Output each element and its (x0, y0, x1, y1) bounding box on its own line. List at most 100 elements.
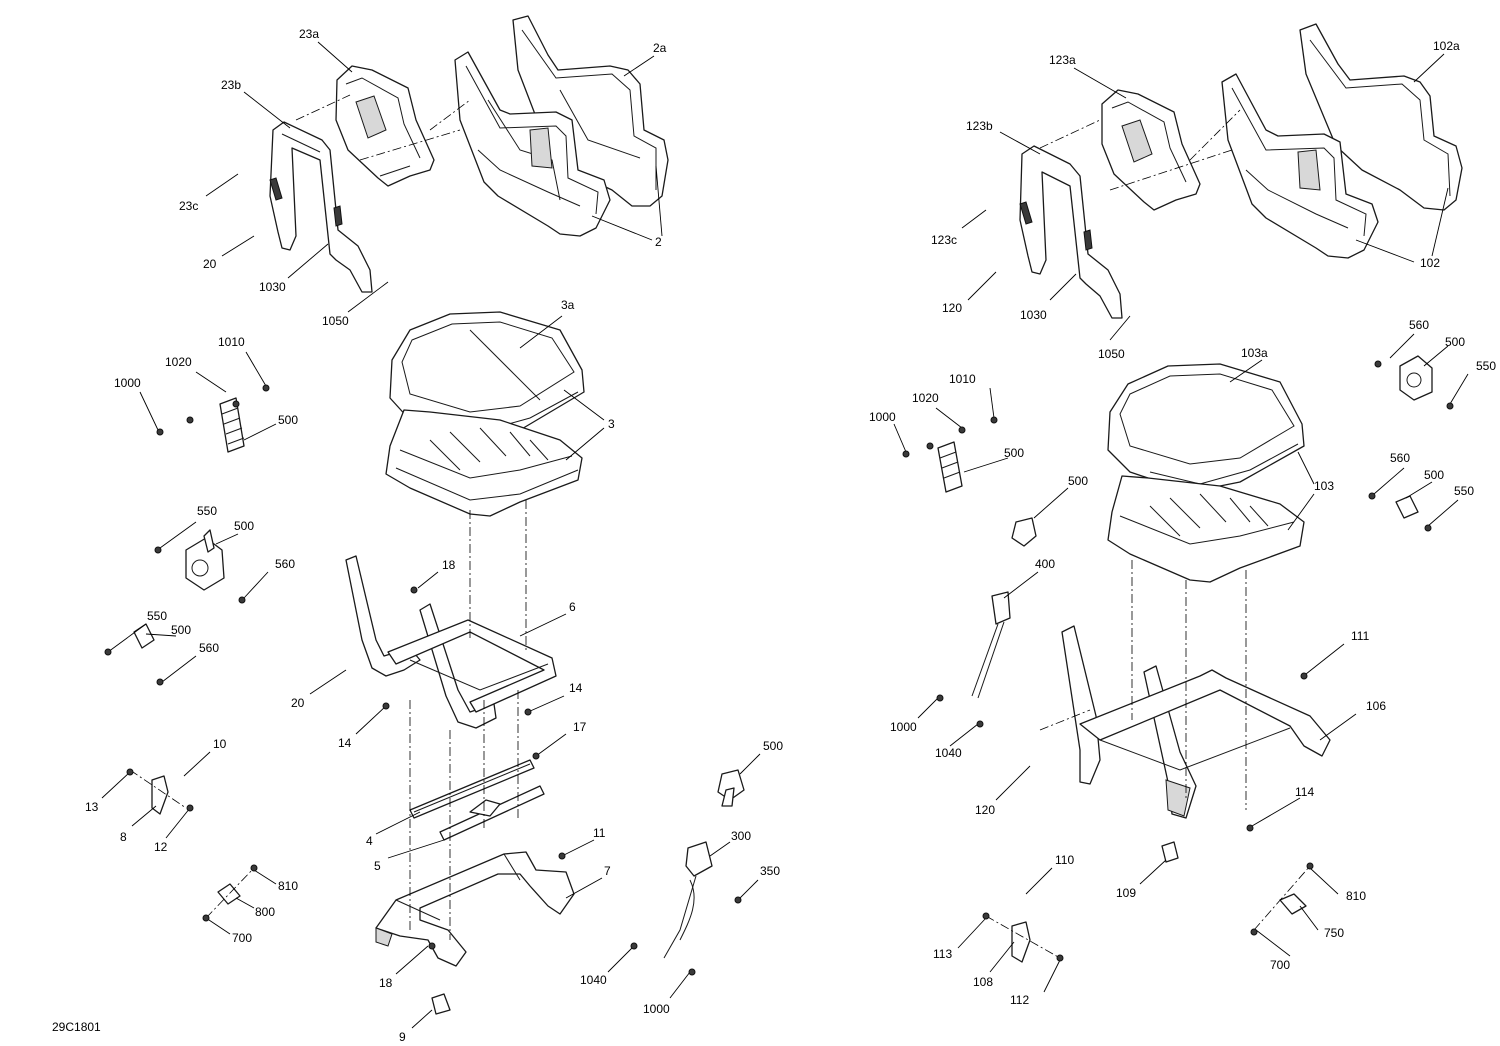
callout-20: 20 (291, 696, 305, 710)
seatbelt-buckle-300 (663, 841, 713, 959)
fastener-dots (104, 360, 1454, 976)
callout-18: 18 (442, 558, 456, 572)
callout-3: 3 (608, 417, 615, 431)
callout-3a: 3a (561, 298, 575, 312)
seat-frame-106 (1061, 625, 1331, 819)
callout-500: 500 (171, 623, 191, 637)
callout-1030: 1030 (259, 280, 286, 294)
callout-102: 102 (1420, 256, 1440, 270)
callout-1040: 1040 (580, 973, 607, 987)
callout-500: 500 (234, 519, 254, 533)
callout-1020: 1020 (165, 355, 192, 369)
callout-700: 700 (232, 931, 252, 945)
buckle-500-left (717, 769, 745, 807)
callout-108: 108 (973, 975, 993, 989)
callout-500: 500 (1004, 446, 1024, 460)
callout-1000: 1000 (114, 376, 141, 390)
seat-back-cover-102a (1299, 23, 1463, 211)
callout-labels: 2a 23a 23b 23c 20 1030 1050 2 3a 3 1010 … (85, 27, 1496, 1044)
callout-1000: 1000 (869, 410, 896, 424)
callout-8: 8 (120, 830, 127, 844)
foot-109 (1161, 841, 1179, 863)
seat-back-frame-2 (454, 51, 611, 237)
belt-400 (971, 591, 1011, 699)
seat-base-103 (1107, 475, 1305, 583)
seat-base-3 (385, 409, 583, 517)
callout-1050: 1050 (322, 314, 349, 328)
callout-560: 560 (199, 641, 219, 655)
callout-2: 2 (655, 235, 662, 249)
headrest-123a (1101, 89, 1201, 211)
callout-300: 300 (731, 829, 751, 843)
callout-400: 400 (1035, 557, 1055, 571)
callout-1040: 1040 (935, 746, 962, 760)
callout-5: 5 (374, 859, 381, 873)
foot-9 (431, 993, 451, 1015)
callout-550: 550 (1476, 359, 1496, 373)
callout-1000: 1000 (643, 1002, 670, 1016)
callout-112: 112 (1010, 993, 1029, 1007)
callout-1000: 1000 (890, 720, 917, 734)
callout-550: 550 (197, 504, 217, 518)
seat-frame-6 (345, 555, 557, 729)
callout-2a: 2a (653, 41, 667, 55)
seat-base-frame-7 (375, 851, 575, 967)
callout-123b: 123b (966, 119, 993, 133)
callout-7: 7 (604, 864, 611, 878)
callout-10: 10 (213, 737, 227, 751)
callout-123c: 123c (931, 233, 957, 247)
callout-111: 111 (1351, 629, 1370, 643)
callout-560: 560 (1390, 451, 1410, 465)
callout-500: 500 (763, 739, 783, 753)
plate-800 (217, 883, 241, 905)
slide-rail-4 (409, 759, 535, 819)
callout-102a: 102a (1433, 39, 1460, 53)
leader-lines (101, 41, 1469, 1029)
callout-550: 550 (1454, 484, 1474, 498)
seat-cushion-103a (1107, 363, 1305, 493)
anchor-500-left (133, 623, 155, 649)
headrest-23a (335, 65, 435, 187)
seat-back-frame-102 (1221, 73, 1379, 259)
callout-500: 500 (1424, 468, 1444, 482)
callout-103: 103 (1314, 479, 1334, 493)
bracket-500-left (219, 397, 245, 453)
callout-550: 550 (147, 609, 167, 623)
retractor-500-left (185, 529, 225, 591)
callout-9: 9 (399, 1030, 406, 1044)
callout-114: 114 (1295, 785, 1314, 799)
bracket-8 (151, 775, 169, 815)
headrest-frame-23b (269, 121, 373, 293)
retractor-500-right (1399, 355, 1433, 401)
callout-23b: 23b (221, 78, 241, 92)
plate-750 (1279, 893, 1307, 915)
callout-11: 11 (593, 826, 606, 840)
callout-23c: 23c (179, 199, 198, 213)
callout-13: 13 (85, 800, 99, 814)
anchor-500-right (1395, 495, 1419, 519)
bracket-108 (1011, 921, 1031, 963)
callout-500: 500 (278, 413, 298, 427)
callout-750: 750 (1324, 926, 1344, 940)
callout-1010: 1010 (949, 372, 976, 386)
bracket-500-right (937, 441, 963, 493)
callout-20: 20 (203, 257, 217, 271)
callout-800: 800 (255, 905, 275, 919)
callout-109: 109 (1116, 886, 1136, 900)
callout-113: 113 (933, 947, 952, 961)
callout-500: 500 (1445, 335, 1465, 349)
callout-14: 14 (338, 736, 352, 750)
callout-120: 120 (942, 301, 962, 315)
callout-810: 810 (1346, 889, 1366, 903)
buckle-500-right (1011, 517, 1037, 547)
callout-1030: 1030 (1020, 308, 1047, 322)
callout-18: 18 (379, 976, 393, 990)
drawing-number: 29C1801 (52, 1020, 101, 1034)
callout-560: 560 (1409, 318, 1429, 332)
callout-350: 350 (760, 864, 780, 878)
callout-6: 6 (569, 600, 576, 614)
callout-123a: 123a (1049, 53, 1076, 67)
headrest-frame-123b (1019, 145, 1123, 319)
callout-1010: 1010 (218, 335, 245, 349)
